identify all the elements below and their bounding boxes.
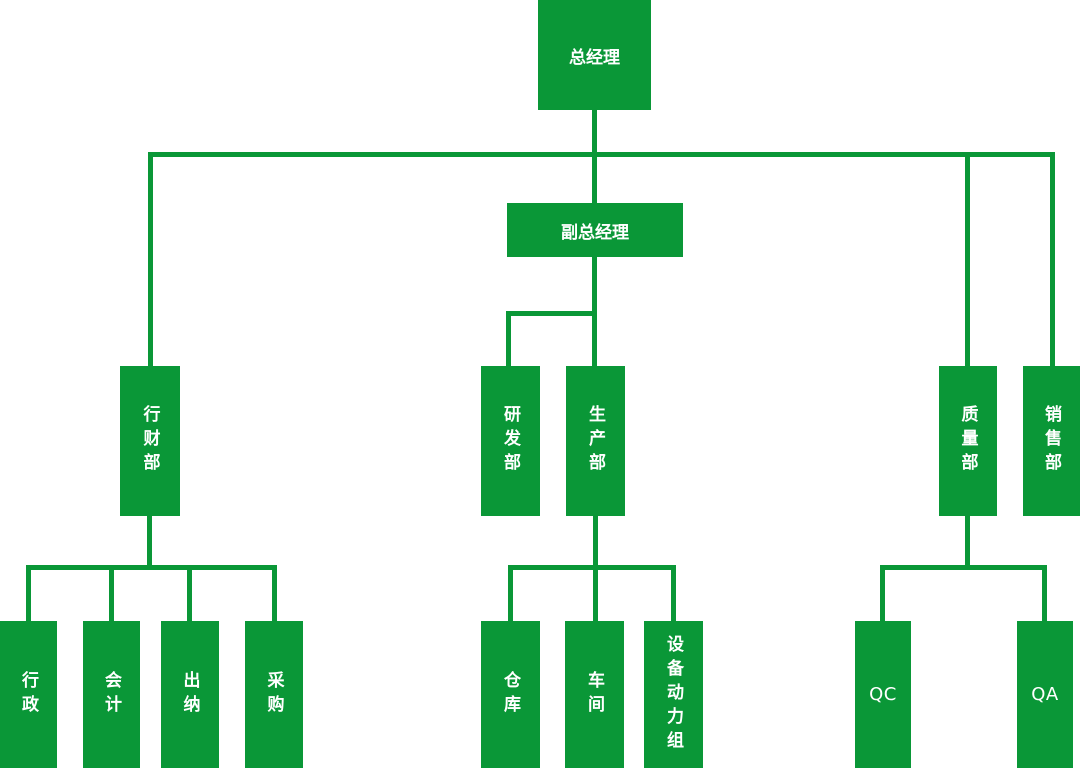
connector-drop-qc [880,565,885,621]
connector-drop-finance-admin [148,152,153,366]
node-rd-dept: 研发部 [481,366,540,516]
connector-finance-down [147,516,152,570]
node-procurement: 采购 [245,621,303,768]
node-cashier: 出纳 [161,621,219,768]
node-equipment-power-group: 设备动力组 [644,621,703,768]
connector-finance-rail [26,565,277,570]
connector-quality-rail [880,565,1047,570]
connector-drop-sales [1050,152,1055,366]
node-finance-admin-dept: 行财部 [120,366,180,516]
connector-drop-cashier [187,565,192,621]
node-workshop: 车间 [565,621,624,768]
connector-drop-quality [965,152,970,366]
node-production-dept: 生产部 [566,366,625,516]
node-sales-dept: 销售部 [1023,366,1080,516]
connector-top-rail [148,152,1055,157]
node-deputy-general-manager: 副总经理 [507,203,683,257]
node-general-manager: 总经理 [538,0,651,110]
connector-production-rail [508,565,676,570]
connector-drop-equipment [671,565,676,621]
connector-quality-down [965,516,970,570]
node-qa: QA [1017,621,1073,768]
node-quality-dept: 质量部 [939,366,997,516]
connector-drop-warehouse [508,565,513,621]
connector-drop-admin [26,565,31,621]
connector-deputy-sub-rail [506,311,597,316]
connector-drop-rd [506,311,511,366]
node-qc: QC [855,621,911,768]
connector-drop-workshop [593,565,598,621]
node-warehouse: 仓库 [481,621,540,768]
connector-drop-procurement [272,565,277,621]
node-accounting: 会计 [83,621,140,768]
connector-drop-accounting [109,565,114,621]
connector-drop-qa [1042,565,1047,621]
node-admin: 行政 [0,621,57,768]
connector-production-down [593,516,598,570]
